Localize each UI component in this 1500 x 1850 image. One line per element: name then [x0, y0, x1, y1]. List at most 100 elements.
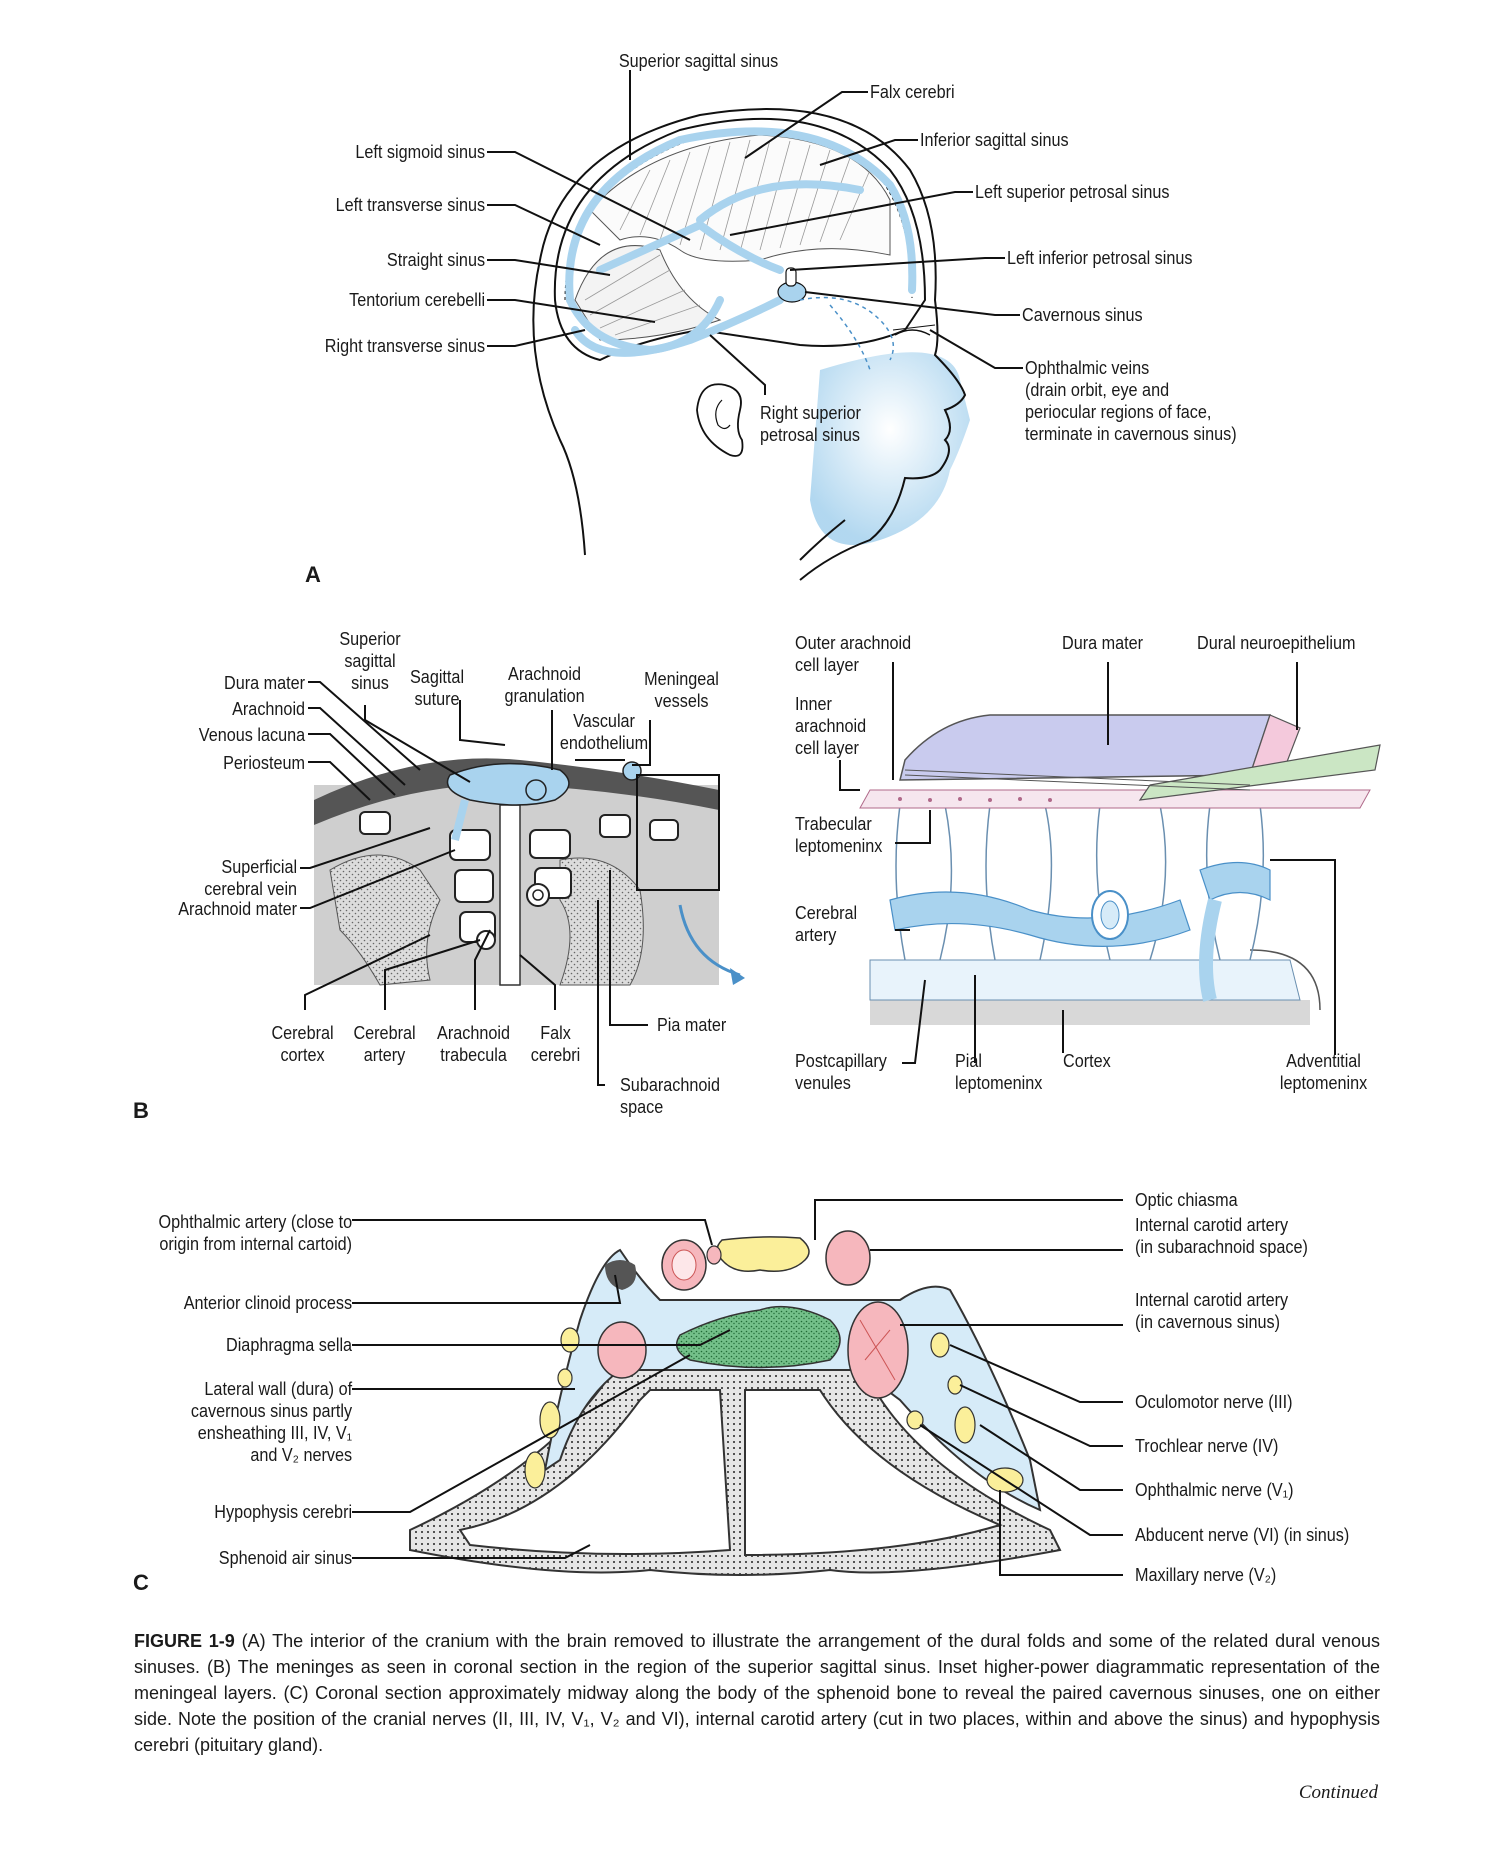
label-trochlear-nerve: Trochlear nerve (IV) [1135, 1436, 1279, 1456]
cerebral-cortex-right [559, 857, 644, 986]
sphenoid-air-sinus [458, 1389, 732, 1555]
dura-green-slab [1138, 744, 1381, 801]
label-vascular-endothelium: Vascular endothelium [555, 710, 653, 754]
eye-shape [894, 329, 931, 336]
panel-a-letter: A [305, 562, 321, 587]
caption-a-text: The interior of the cranium with the bra… [134, 1631, 1380, 1677]
label-left-inferior-petrosal-sinus: Left inferior petrosal sinus [1007, 248, 1193, 268]
label-anterior-clinoid-process: Anterior clinoid process [183, 1293, 352, 1313]
b-pcv-2: venules [795, 1073, 851, 1093]
inset-box [636, 774, 720, 891]
label-diaphragma-sella: Diaphragma sella [225, 1335, 352, 1355]
hypophysis-cerebri [675, 1305, 841, 1369]
c-lw-1: Lateral wall (dura) of [204, 1379, 352, 1399]
ophthalmic-veins-line-1: Ophthalmic veins [1025, 358, 1150, 378]
c-oa-1: Ophthalmic artery (close to [158, 1212, 352, 1232]
ica-subarachnoid-right [825, 1230, 871, 1286]
b-mvessels-2: vessels [654, 691, 709, 711]
label-arachnoid-granulation: Arachnoid granulation [500, 663, 589, 707]
b-icart-2: artery [795, 925, 837, 945]
figure-caption: FIGURE 1-9 (A) The interior of the crani… [134, 1628, 1380, 1758]
label-inferior-sagittal-sinus: Inferior sagittal sinus [920, 130, 1069, 150]
nerve-abducent-right [906, 1410, 924, 1430]
label-dural-neuroepithelium: Dural neuroepithelium [1197, 633, 1356, 653]
b-cartery-1: Cerebral [353, 1023, 416, 1043]
b-vendo-2: endothelium [559, 733, 649, 753]
label-pial-leptomeninx: Pial leptomeninx [955, 1050, 1052, 1094]
inset-adventitial-vessel [1199, 861, 1271, 901]
label-maxillary-nerve: Maxillary nerve (V₂) [1135, 1565, 1277, 1585]
nerve-oculomotor-left [560, 1327, 580, 1353]
right-superior-petrosal-line-1: Right superior [760, 403, 861, 423]
caption-b-text: The meninges as seen in coronal section … [134, 1657, 1380, 1703]
label-inset-dura-mater: Dura mater [1062, 633, 1144, 653]
b-ccortex-1: Cerebral [271, 1023, 334, 1043]
label-ica-subarachnoid: Internal carotid artery (in subarachnoid… [1135, 1214, 1327, 1258]
label-pia-mater: Pia mater [657, 1015, 727, 1035]
label-arachnoid: Arachnoid [232, 699, 305, 719]
head-outline [532, 108, 967, 581]
label-inset-cerebral-artery: Cerebral artery [795, 902, 864, 946]
label-falx-cerebri-a: Falx cerebri [870, 82, 955, 102]
skull-band [314, 758, 719, 825]
b-pcv-1: Postcapillary [795, 1051, 887, 1071]
b-mvessels-1: Meningeal [644, 669, 719, 689]
nerve-maxillary-left [524, 1451, 546, 1489]
b-trab-2: leptomeninx [795, 836, 883, 856]
label-inner-arachnoid-cell-layer: Inner arachnoid cell layer [795, 693, 874, 759]
caption-b-tag: (B) [207, 1657, 232, 1677]
ophthalmic-veins-line-3: periocular regions of face, [1025, 402, 1212, 422]
b-cartery-2: artery [363, 1045, 406, 1065]
caption-c-text: Coronal section approximately midway alo… [134, 1683, 1380, 1755]
b-icart-1: Cerebral [795, 903, 858, 923]
label-falx-cerebri-b: Falx cerebri [528, 1022, 583, 1066]
label-superior-sagittal-sinus-b: Superior sagittal sinus [330, 628, 410, 694]
b-subar-1: Subarachnoid [620, 1075, 720, 1095]
optic-chiasma [716, 1236, 810, 1272]
label-ophthalmic-nerve: Ophthalmic nerve (V₁) [1135, 1480, 1294, 1500]
b-pial-1: Pial [955, 1051, 983, 1071]
label-lateral-wall: Lateral wall (dura) of cavernous sinus p… [173, 1378, 352, 1466]
label-outer-arachnoid-cell-layer: Outer arachnoid cell layer [795, 632, 924, 676]
label-arachnoid-trabecula: Arachnoid trabecula [433, 1022, 514, 1066]
label-postcapillary-venules: Postcapillary venules [795, 1050, 897, 1094]
nerve-oculomotor-right [930, 1332, 950, 1358]
b-suture-2: suture [414, 689, 460, 709]
label-right-transverse-sinus: Right transverse sinus [324, 336, 485, 356]
label-superficial-cerebral-vein: Superficial cerebral vein [194, 856, 297, 900]
label-left-superior-petrosal-sinus: Left superior petrosal sinus [975, 182, 1170, 202]
b-falx-1: Falx [540, 1023, 571, 1043]
b-subar-2: space [620, 1097, 664, 1117]
ophthalmic-veins-shape [799, 296, 895, 361]
b-gran-2: granulation [504, 686, 585, 706]
inset-arrow [678, 904, 741, 977]
label-superior-sagittal-sinus-a: Superior sagittal sinus [618, 51, 779, 71]
label-cavernous-sinus: Cavernous sinus [1022, 305, 1143, 325]
label-adventitial-leptomeninx: Adventitial leptomeninx [1275, 1050, 1372, 1094]
b-vendo-1: Vascular [573, 711, 635, 731]
b-gran-1: Arachnoid [508, 664, 582, 684]
nerve-trochlear-left [557, 1368, 573, 1388]
b-trab-1: Trabecular [795, 814, 872, 834]
right-transverse-sinus-shape [571, 296, 784, 357]
ica-cavernous-left [597, 1321, 647, 1379]
label-ophthalmic-veins: Ophthalmic veins (drain orbit, eye and p… [1025, 357, 1260, 445]
label-oculomotor-nerve: Oculomotor nerve (III) [1135, 1392, 1293, 1412]
b-iacl-2: arachnoid [795, 716, 867, 736]
label-hypophysis-cerebri: Hypophysis cerebri [214, 1502, 352, 1522]
ear-shape [696, 383, 744, 457]
label-left-sigmoid-sinus: Left sigmoid sinus [355, 142, 485, 162]
c-lw-2: cavernous sinus partly [190, 1401, 352, 1421]
c-icac-1: Internal carotid artery [1135, 1290, 1289, 1310]
b-oacl-1: Outer arachnoid [795, 633, 912, 653]
panel-b-letter: B [133, 1098, 149, 1123]
label-venous-lacuna: Venous lacuna [198, 725, 305, 745]
b-ssinus-1: Superior [339, 629, 401, 649]
label-ophthalmic-artery: Ophthalmic artery (close to origin from … [137, 1211, 352, 1255]
b-atrab-2: trabecula [440, 1045, 507, 1065]
nerve-trochlear-right [947, 1375, 963, 1395]
straight-sinus-shape [596, 221, 704, 274]
label-cerebral-cortex: Cerebral cortex [268, 1022, 337, 1066]
b-iacl-1: Inner [795, 694, 832, 714]
label-dura-mater-b: Dura mater [223, 673, 305, 693]
